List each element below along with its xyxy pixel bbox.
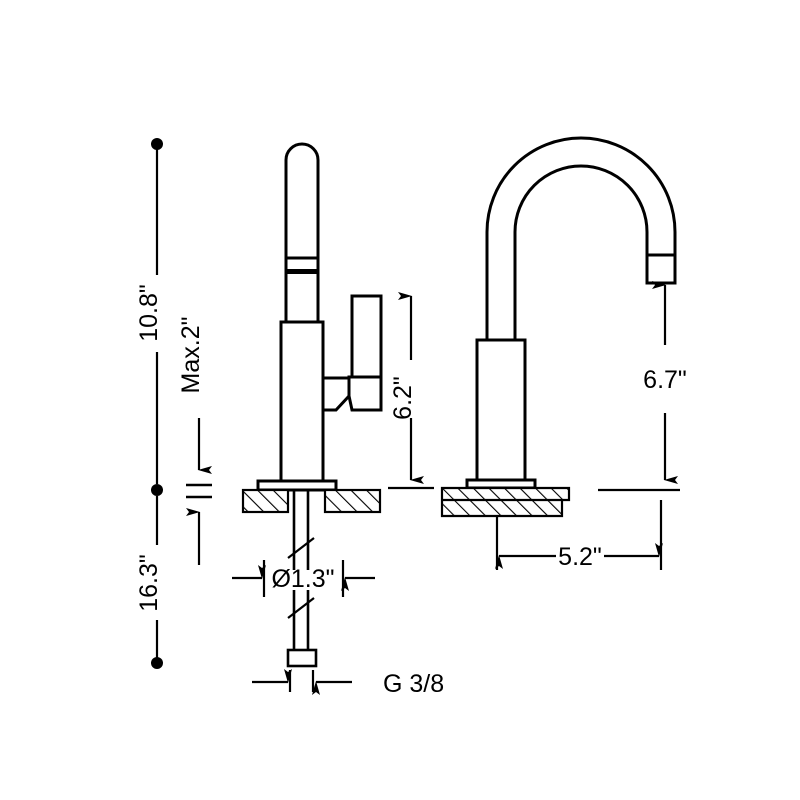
front-view-faucet bbox=[241, 142, 383, 668]
counter-slab-right bbox=[323, 488, 382, 514]
dimension-spout-height: 6.2" bbox=[388, 292, 434, 490]
dimension-spout-reach: 5.2" bbox=[495, 500, 663, 571]
faucet-body-column bbox=[279, 320, 325, 487]
dimension-label-supply-thread: G 3/8 bbox=[383, 670, 444, 698]
dimension-label-mounting-hole-diameter: Ø1.3" bbox=[271, 565, 334, 593]
dimension-label-spout-reach-height: 6.7" bbox=[643, 366, 687, 394]
shank-break-line-upper bbox=[287, 537, 315, 559]
handle-lever bbox=[350, 294, 383, 379]
shank-end-nut bbox=[286, 648, 318, 668]
dimension-overall-height: 10.8" bbox=[135, 138, 163, 496]
dimension-dot-middle bbox=[151, 484, 163, 496]
handle-hub-left bbox=[321, 376, 351, 412]
dimension-dot-bottom bbox=[151, 657, 163, 669]
dimension-label-spout-reach: 5.2" bbox=[558, 543, 602, 571]
side-counter-slab bbox=[440, 486, 571, 518]
side-view-faucet bbox=[440, 136, 677, 518]
dimension-label-overall-height: 10.8" bbox=[135, 284, 163, 342]
side-mounting-base-plate bbox=[465, 478, 537, 490]
shank-break-line-lower bbox=[287, 597, 315, 619]
gooseneck-inner-curve bbox=[513, 164, 649, 340]
mounting-base-plate bbox=[256, 479, 338, 492]
gooseneck-outer-curve bbox=[485, 136, 677, 340]
side-body-column bbox=[475, 338, 527, 482]
aerator-tip bbox=[645, 253, 677, 285]
dimension-max-deck-thickness: Max.2" bbox=[177, 317, 212, 565]
dimension-supply-thread: G 3/8 bbox=[252, 669, 444, 698]
dimension-mounting-hole-diameter: Ø1.3" bbox=[232, 560, 375, 597]
counter-slab-left bbox=[241, 488, 290, 514]
spout-band-fill bbox=[286, 269, 318, 274]
dimension-label-spout-height: 6.2" bbox=[389, 376, 417, 420]
dimension-label-total-length: 16.3" bbox=[135, 554, 163, 612]
dimension-spout-reach-height: 6.7" bbox=[598, 281, 687, 492]
dimension-total-length: 16.3" bbox=[135, 496, 163, 669]
handle-hub-right bbox=[347, 375, 383, 412]
spout-tube bbox=[284, 142, 320, 324]
dimension-label-max-deck-thickness: Max.2" bbox=[177, 317, 205, 394]
left-dimension-chain: 10.8" 16.3" Max.2" bbox=[135, 138, 212, 669]
